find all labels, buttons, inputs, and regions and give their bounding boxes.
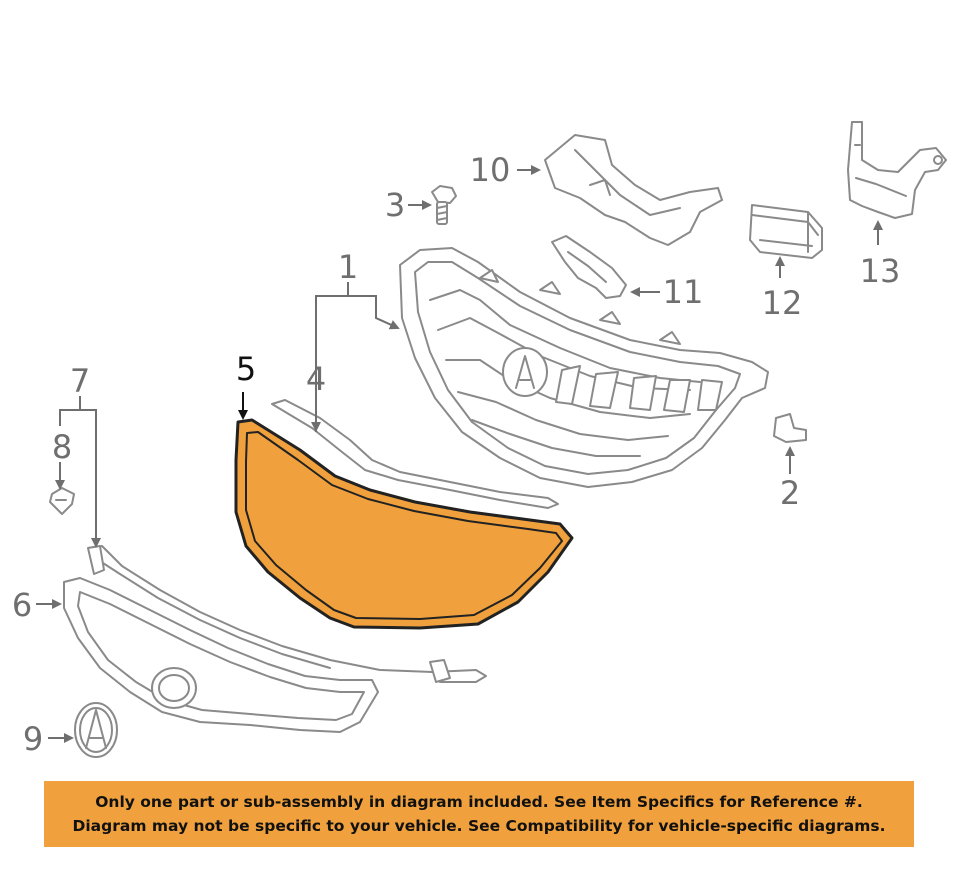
disclaimer-line-1: Only one part or sub-assembly in diagram… — [95, 793, 863, 811]
callout-8: 8 — [52, 428, 72, 466]
leader-lines — [36, 165, 883, 743]
callout-1: 1 — [338, 248, 358, 286]
part-12-sensor — [749, 204, 823, 259]
disclaimer-banner: Only one part or sub-assembly in diagram… — [44, 781, 914, 847]
part-8-clip — [49, 487, 75, 515]
part-7-upper-strip — [87, 545, 487, 683]
callout-5: 5 — [236, 350, 256, 388]
part-4-molding-strip — [271, 399, 559, 509]
callout-2: 2 — [780, 474, 800, 512]
part-10-bracket — [544, 134, 723, 246]
callout-7: 7 — [70, 362, 90, 400]
disclaimer-line-2: Diagram may not be specific to your vehi… — [72, 817, 886, 835]
callout-3: 3 — [385, 186, 405, 224]
part-11-bracket — [551, 235, 627, 299]
part-3-bolt — [431, 185, 457, 225]
callout-6: 6 — [12, 586, 32, 624]
callout-11: 11 — [663, 273, 704, 311]
callout-labels: 1 2 3 4 5 6 7 8 9 10 11 12 13 — [12, 151, 901, 758]
callout-10: 10 — [470, 151, 511, 189]
callout-13: 13 — [860, 252, 901, 290]
callout-4: 4 — [306, 360, 326, 398]
part-13-bracket — [847, 121, 947, 219]
part-1-grille-assembly — [399, 247, 769, 488]
part-5-grille-insert-highlighted — [234, 418, 574, 630]
part-6-grille-frame — [63, 577, 379, 733]
part-9-emblem — [74, 702, 118, 758]
callout-9: 9 — [23, 720, 43, 758]
part-2-clip — [773, 413, 807, 443]
callout-12: 12 — [762, 284, 803, 322]
